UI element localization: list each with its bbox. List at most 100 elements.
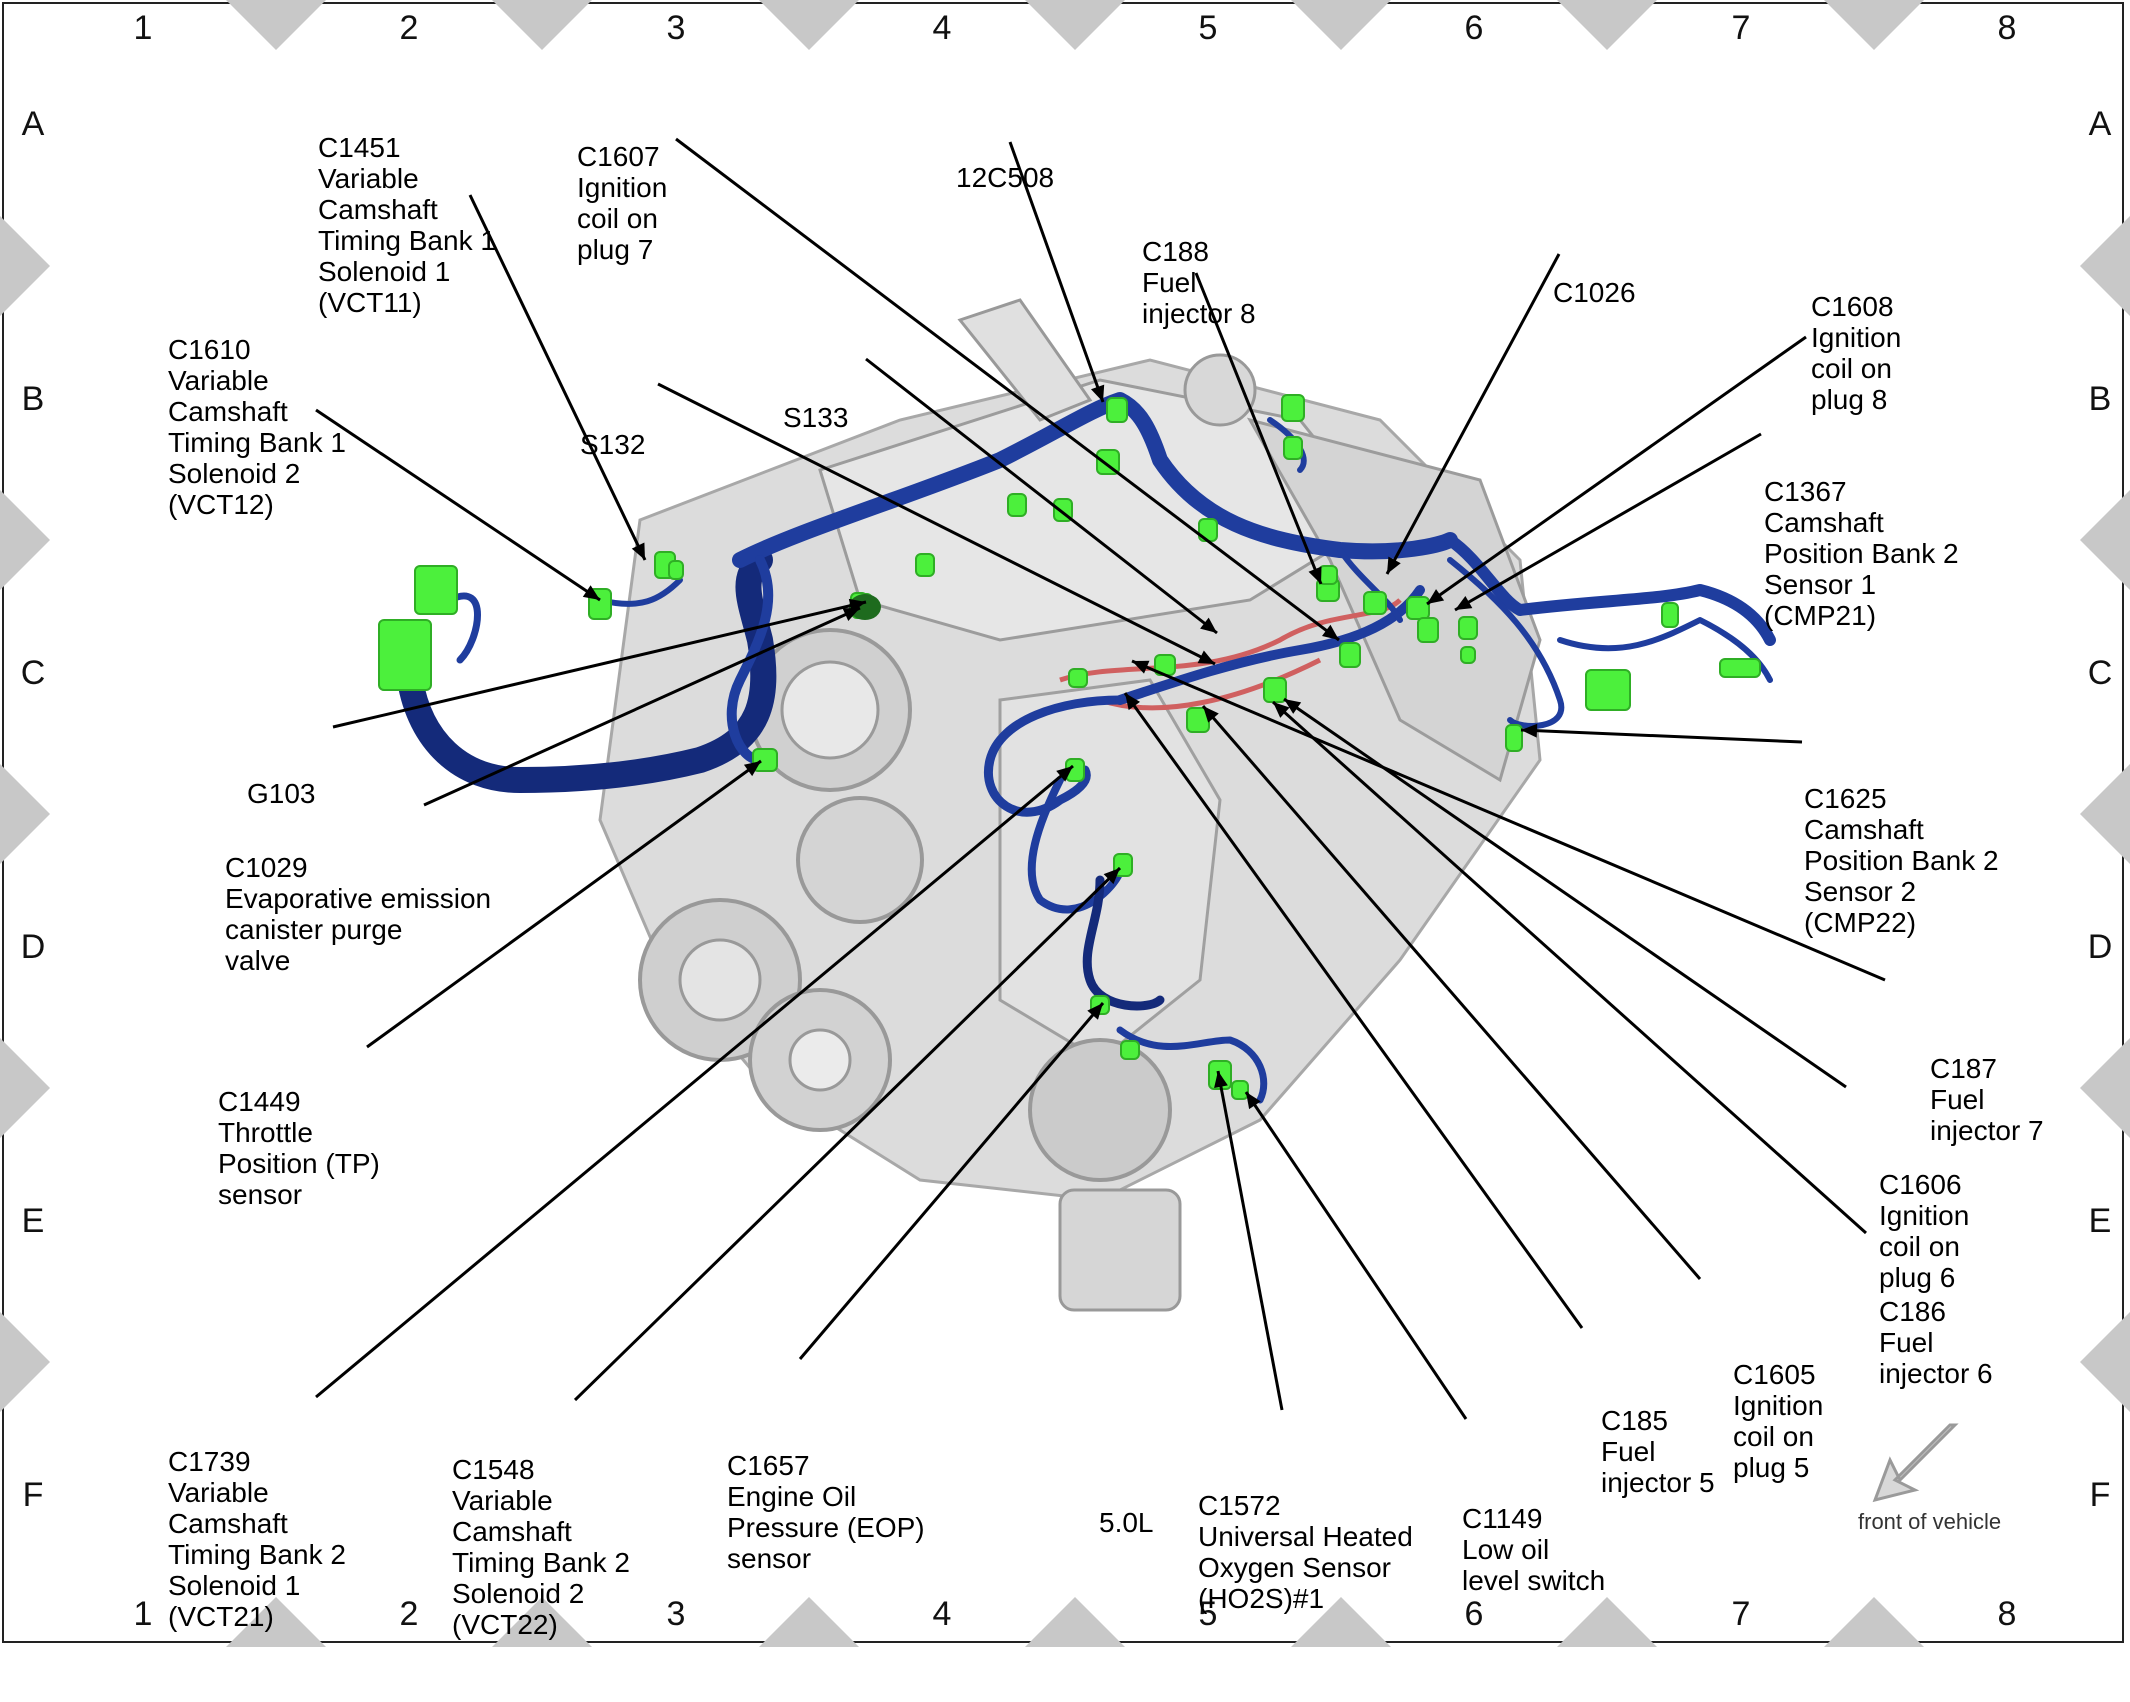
arrowhead-12c508 bbox=[1091, 384, 1105, 402]
tick-left-4 bbox=[0, 1038, 50, 1138]
grid-col-bottom-1: 1 bbox=[133, 1595, 153, 1633]
wire-harness bbox=[397, 392, 1776, 1104]
grid-col-top-2: 2 bbox=[399, 9, 419, 47]
engine-illustration bbox=[598, 298, 1542, 1312]
arrowhead-c1606 bbox=[1284, 699, 1302, 714]
leader-c186 bbox=[1271, 700, 1868, 1235]
connector-28 bbox=[1120, 1040, 1140, 1060]
tick-top-3 bbox=[759, 0, 859, 50]
grid-tick-marks bbox=[0, 0, 2130, 1647]
tick-right-2 bbox=[2080, 490, 2130, 590]
connector-31 bbox=[1661, 602, 1679, 628]
tick-left-2 bbox=[0, 490, 50, 590]
grid-col-bottom-6: 6 bbox=[1464, 1595, 1484, 1633]
grid-row-left-a: A bbox=[21, 105, 45, 143]
front-of-vehicle-label: front of vehicle bbox=[1858, 1509, 2002, 1534]
tick-right-3 bbox=[2080, 764, 2130, 864]
grid-row-right-f: F bbox=[2089, 1476, 2111, 1514]
tick-bottom-4 bbox=[1025, 1597, 1125, 1647]
arrowhead-c1451 bbox=[631, 542, 645, 560]
connector-16 bbox=[1318, 565, 1338, 585]
tick-right-5 bbox=[2080, 1312, 2130, 1412]
connector-17 bbox=[1363, 591, 1387, 615]
leader-g103 bbox=[332, 600, 867, 729]
connector-33 bbox=[1585, 669, 1631, 711]
tick-bottom-2 bbox=[492, 1597, 592, 1647]
grid-col-bottom-8: 8 bbox=[1997, 1595, 2017, 1633]
tick-bottom-6 bbox=[1557, 1597, 1657, 1647]
arrowhead-c1029 bbox=[842, 608, 860, 621]
leader-c1548 bbox=[573, 866, 1122, 1402]
arrowhead-c186 bbox=[1273, 702, 1290, 718]
leader-c1657 bbox=[798, 1002, 1105, 1360]
arrowhead-c1367 bbox=[1455, 595, 1473, 610]
arrowhead-s133 bbox=[1200, 617, 1217, 633]
connector-1 bbox=[414, 565, 458, 615]
label-g103: G103 bbox=[247, 778, 316, 809]
tick-top-2 bbox=[492, 0, 592, 50]
arrowhead-c1607 bbox=[1322, 624, 1339, 640]
leader-c1607 bbox=[675, 137, 1340, 642]
leader-c1610 bbox=[315, 408, 601, 602]
label-s133: S133 bbox=[783, 402, 849, 433]
leader-s132 bbox=[657, 382, 1216, 666]
label-12c508: 12C508 bbox=[956, 162, 1055, 193]
connector-20 bbox=[1458, 616, 1478, 640]
arrowhead-c1548 bbox=[1103, 868, 1120, 885]
grid-col-bottom-3: 3 bbox=[666, 1595, 686, 1633]
arrowhead-c1657 bbox=[1087, 1003, 1103, 1020]
arrowhead-c1572 bbox=[1214, 1071, 1228, 1089]
engine-harness-diagram bbox=[0, 0, 2130, 1647]
grid-row-left-e: E bbox=[21, 1202, 45, 1240]
tick-top-4 bbox=[1025, 0, 1125, 50]
arrowhead-c188 bbox=[1308, 566, 1322, 584]
grid-col-bottom-4: 4 bbox=[932, 1595, 952, 1633]
connector-7 bbox=[915, 553, 935, 577]
connector-34 bbox=[1505, 724, 1523, 752]
arrowhead-c1739 bbox=[1056, 766, 1073, 782]
connector-32 bbox=[1719, 658, 1761, 678]
tick-left-5 bbox=[0, 1312, 50, 1412]
leader-c1451 bbox=[468, 194, 647, 561]
leader-c1739 bbox=[315, 764, 1074, 1399]
tick-bottom-3 bbox=[759, 1597, 859, 1647]
tick-top-6 bbox=[1557, 0, 1657, 50]
arrowhead-c1605 bbox=[1203, 706, 1219, 723]
grid-row-left-c: C bbox=[20, 654, 46, 692]
connector-14 bbox=[1283, 436, 1303, 460]
arrowhead-s132 bbox=[1197, 650, 1215, 664]
arrowhead-c187 bbox=[1132, 660, 1150, 674]
engine-model-label: 5.0L bbox=[1099, 1507, 1154, 1538]
connector-19 bbox=[1417, 617, 1439, 643]
arrowhead-c1625 bbox=[1521, 723, 1538, 738]
leader-c1449 bbox=[366, 759, 762, 1049]
connectors bbox=[378, 394, 1761, 1100]
diagram-frame: 1 2 3 4 5 6 7 8 1 2 3 4 5 6 7 8 A B C D … bbox=[0, 0, 2130, 1647]
connector-5 bbox=[752, 748, 778, 772]
leader-c1149 bbox=[1244, 1091, 1468, 1420]
grid-row-left-f: F bbox=[22, 1476, 44, 1514]
grid-col-top-8: 8 bbox=[1997, 9, 2017, 47]
grid-col-bottom-2: 2 bbox=[399, 1595, 419, 1633]
front-arrow-icon bbox=[1872, 1423, 1959, 1503]
tick-right-1 bbox=[2080, 216, 2130, 316]
connector-2 bbox=[378, 619, 432, 691]
grid-col-top-4: 4 bbox=[932, 9, 952, 47]
leader-lines bbox=[315, 137, 1886, 1420]
connector-30 bbox=[1231, 1080, 1249, 1100]
connector-22 bbox=[1263, 677, 1287, 703]
grid-col-top-6: 6 bbox=[1464, 9, 1484, 47]
connector-38 bbox=[668, 560, 684, 580]
arrowhead-c1026 bbox=[1387, 556, 1401, 574]
connector-21 bbox=[1339, 642, 1361, 668]
